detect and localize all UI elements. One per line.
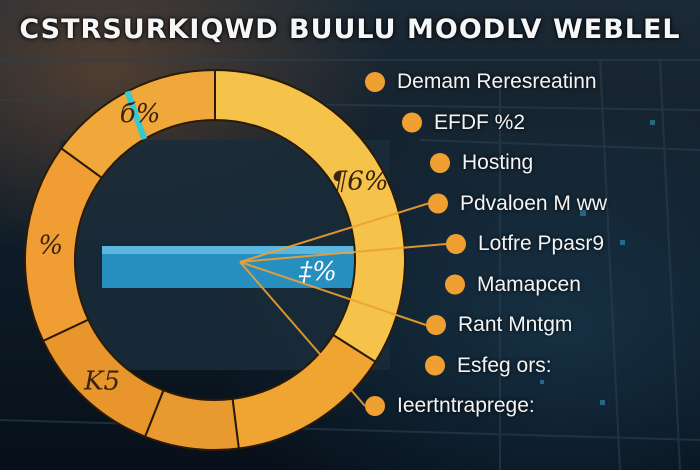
leader-line <box>239 261 427 326</box>
legend-marker <box>365 72 385 92</box>
slice-label: % <box>38 230 63 260</box>
legend-marker <box>425 355 445 376</box>
legend-item: Mamapcen <box>477 272 581 296</box>
slice-label: б% <box>120 99 161 129</box>
legend-item: Pdvaloen M ww <box>460 191 608 215</box>
legend-marker <box>445 274 465 295</box>
legend-item: Esfeg ors: <box>457 353 552 377</box>
legend-item: Lotfre Ppasr9 <box>478 232 605 255</box>
leader-line <box>239 202 429 263</box>
legend-marker <box>365 396 385 416</box>
legend-item: Rant Mntgm <box>458 313 573 336</box>
legend-marker <box>428 193 448 214</box>
legend-item: Ieertntraprege: <box>397 394 535 417</box>
slice-accent-edge <box>124 90 148 141</box>
donut-slice <box>214 68 406 364</box>
center-bar-highlight <box>102 246 388 254</box>
legend-marker <box>446 234 466 254</box>
leader-line <box>239 261 366 407</box>
chart-title: CSTRSURKIQWD BUULU MOODLV WEBLEL <box>19 14 681 45</box>
legend-marker <box>402 112 422 133</box>
legend-item: EFDF %2 <box>434 110 526 134</box>
legend-marker <box>430 153 450 173</box>
slice-label: K5 <box>83 366 120 396</box>
center-label: ‡% <box>298 257 337 287</box>
legend-item: Demam Reresreatinn <box>397 70 597 93</box>
legend-marker <box>426 315 446 335</box>
legend-item: Hosting <box>462 151 534 174</box>
leader-line <box>239 243 447 263</box>
slice-label: ¶6% <box>331 167 389 197</box>
